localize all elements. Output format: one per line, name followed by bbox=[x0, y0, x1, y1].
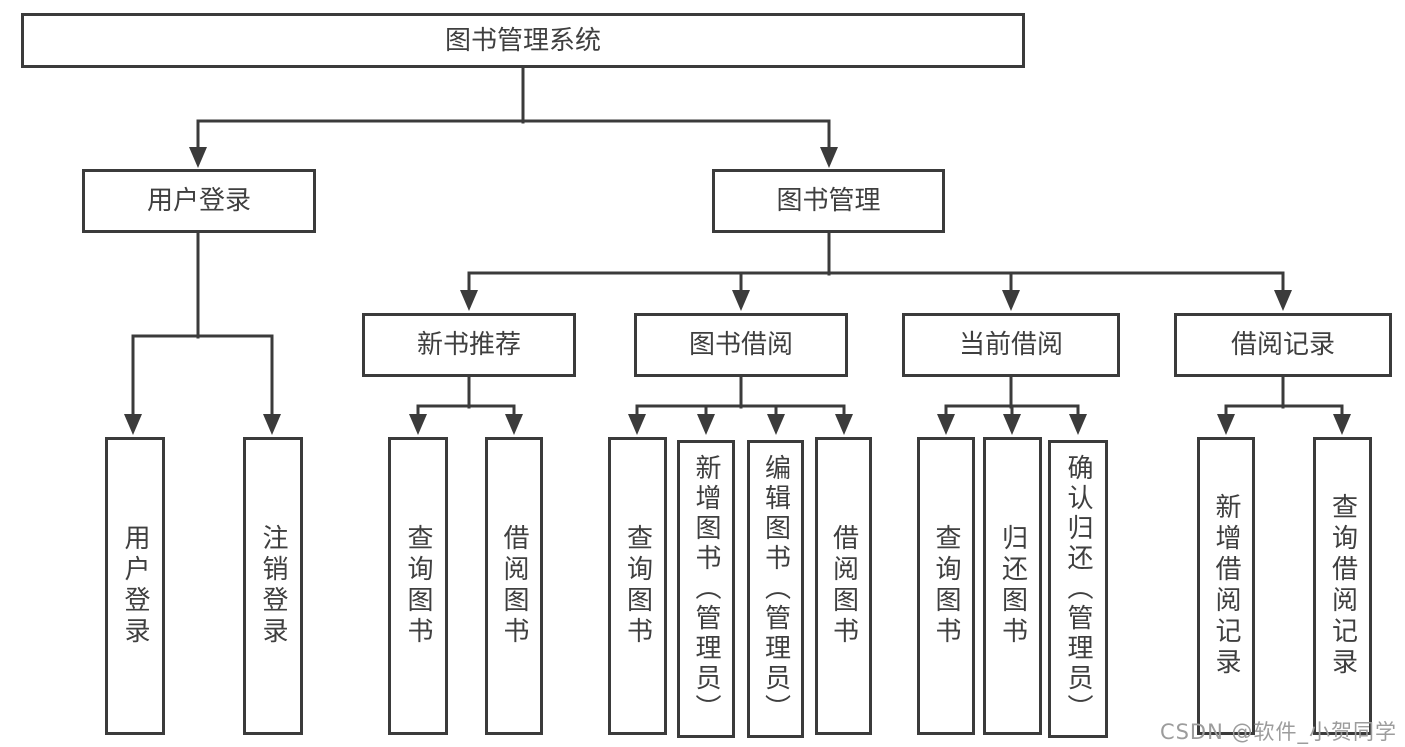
node-user-login: 用户登录 bbox=[82, 169, 316, 233]
node-leaf-confirm-return-admin: 确认归还（管理员） bbox=[1048, 440, 1108, 738]
node-leaf-query-books-recommend: 查询图书 bbox=[388, 437, 448, 735]
arrowheads bbox=[124, 147, 1351, 435]
node-leaf-logout: 注销登录 bbox=[243, 437, 303, 735]
node-new-book-recommend: 新书推荐 bbox=[362, 313, 576, 377]
node-leaf-return-book: 归还图书 bbox=[983, 437, 1042, 735]
node-leaf-borrow-books-recommend: 借阅图书 bbox=[485, 437, 543, 735]
node-leaf-query-books-borrow: 查询图书 bbox=[608, 437, 667, 735]
node-leaf-borrow-books: 借阅图书 bbox=[815, 437, 872, 735]
node-book-borrowing: 图书借阅 bbox=[634, 313, 848, 377]
node-leaf-add-book-admin: 新增图书（管理员） bbox=[677, 440, 735, 738]
node-leaf-edit-book-admin: 编辑图书（管理员） bbox=[747, 440, 804, 738]
node-borrowing-records: 借阅记录 bbox=[1174, 313, 1392, 377]
node-leaf-query-borrow-record: 查询借阅记录 bbox=[1313, 437, 1372, 735]
node-leaf-add-borrow-record: 新增借阅记录 bbox=[1197, 437, 1255, 735]
node-leaf-query-books-current: 查询图书 bbox=[917, 437, 975, 735]
node-current-borrowing: 当前借阅 bbox=[902, 313, 1120, 377]
node-leaf-user-login: 用户登录 bbox=[105, 437, 165, 735]
node-book-management: 图书管理 bbox=[712, 169, 945, 233]
node-library-system: 图书管理系统 bbox=[21, 13, 1025, 68]
watermark: CSDN @软件_小贺同学 bbox=[1159, 720, 1397, 744]
